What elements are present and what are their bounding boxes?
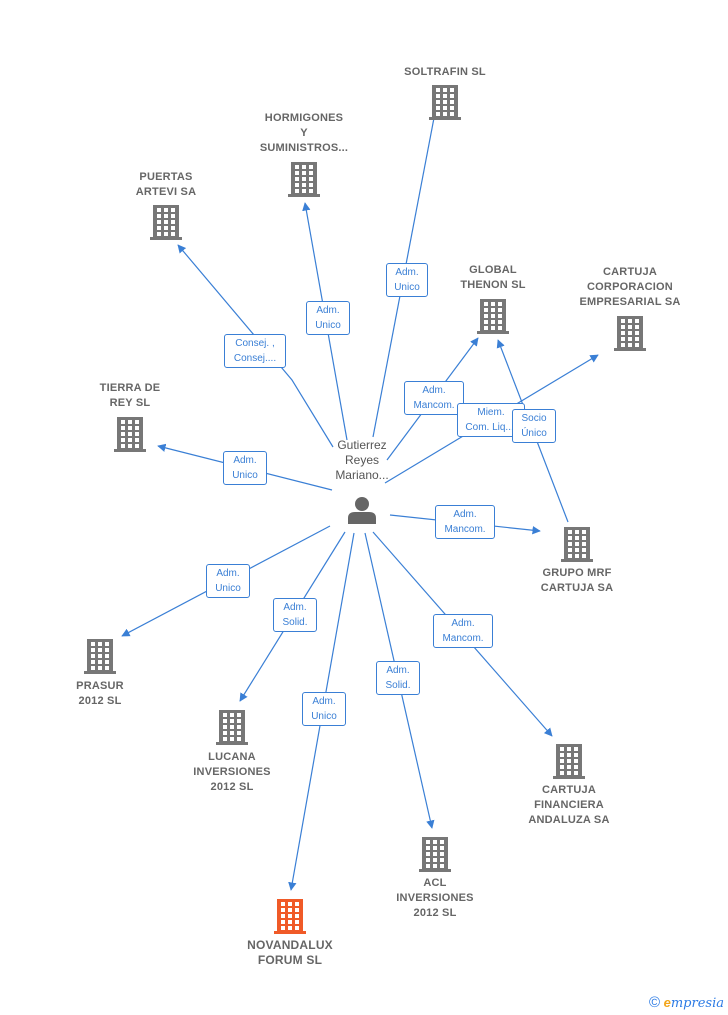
edge-label-mrf-global[interactable]: Socio Único (512, 409, 556, 443)
person-icon[interactable] (348, 497, 376, 524)
building-icon-cartuja-corp[interactable] (614, 316, 646, 351)
edge-puertas (177, 244, 334, 448)
company-label-puertas[interactable]: PUERTAS ARTEVI SA (135, 171, 197, 198)
edge-label-cartuja-fin[interactable]: Adm. Mancom. (433, 614, 493, 648)
building-icon-prasur[interactable] (84, 639, 116, 674)
brand-logo-letter: e (663, 995, 671, 1010)
edge-label-grupo-mrf[interactable]: Adm. Mancom. (435, 505, 495, 539)
edge-label-acl[interactable]: Adm. Solid. (376, 661, 420, 695)
company-label-global[interactable]: GLOBAL THENON SL (460, 264, 526, 291)
edge-label-hormigones[interactable]: Adm. Unico (306, 301, 350, 335)
brand-name: mpresia (670, 996, 724, 1011)
company-label-novandalux[interactable]: NOVANDALUX FORUM SL (247, 938, 333, 967)
building-icon-global[interactable] (477, 299, 509, 334)
building-icon-cartuja-fin[interactable] (553, 744, 585, 779)
building-icon-grupo-mrf[interactable] (561, 527, 593, 562)
company-label-cartuja-fin[interactable]: CARTUJA FINANCIERA ANDALUZA SA (528, 784, 610, 826)
edge-label-lucana[interactable]: Adm. Solid. (273, 598, 317, 632)
copyright-symbol: © (648, 994, 660, 1011)
person-name-label[interactable]: Gutierrez Reyes Mariano... (335, 438, 389, 482)
building-icon-hormigones[interactable] (288, 162, 320, 197)
company-label-grupo-mrf[interactable]: GRUPO MRF CARTUJA SA (540, 567, 614, 594)
company-label-acl[interactable]: ACL INVERSIONES 2012 SL (396, 877, 474, 919)
edge-label-global[interactable]: Adm. Mancom. (404, 381, 464, 415)
building-icon-soltrafin[interactable] (429, 85, 461, 120)
building-icon-puertas[interactable] (150, 205, 182, 240)
company-label-prasur[interactable]: PRASUR 2012 SL (76, 680, 124, 707)
edge-label-soltrafin[interactable]: Adm. Unico (386, 263, 428, 297)
building-icon-novandalux[interactable] (274, 899, 306, 934)
building-icon-tierra[interactable] (114, 417, 146, 452)
edge-label-novandalux[interactable]: Adm. Unico (302, 692, 346, 726)
company-label-lucana[interactable]: LUCANA INVERSIONES 2012 SL (193, 751, 271, 793)
company-label-soltrafin[interactable]: SOLTRAFIN SL (404, 66, 486, 78)
edge-label-prasur[interactable]: Adm. Unico (206, 564, 250, 598)
edge-label-tierra[interactable]: Adm. Unico (223, 451, 267, 485)
footer-brand: © empresia (649, 994, 724, 1011)
building-icon-acl[interactable] (419, 837, 451, 872)
company-label-cartuja-corp[interactable]: CARTUJA CORPORACION EMPRESARIAL SA (579, 266, 681, 308)
icons-layer (84, 85, 646, 934)
edge-label-puertas[interactable]: Consej. , Consej.... (224, 334, 286, 368)
company-label-tierra[interactable]: TIERRA DE REY SL (99, 382, 161, 409)
building-icon-lucana[interactable] (216, 710, 248, 745)
company-label-hormigones[interactable]: HORMIGONES Y SUMINISTROS... (259, 112, 349, 154)
